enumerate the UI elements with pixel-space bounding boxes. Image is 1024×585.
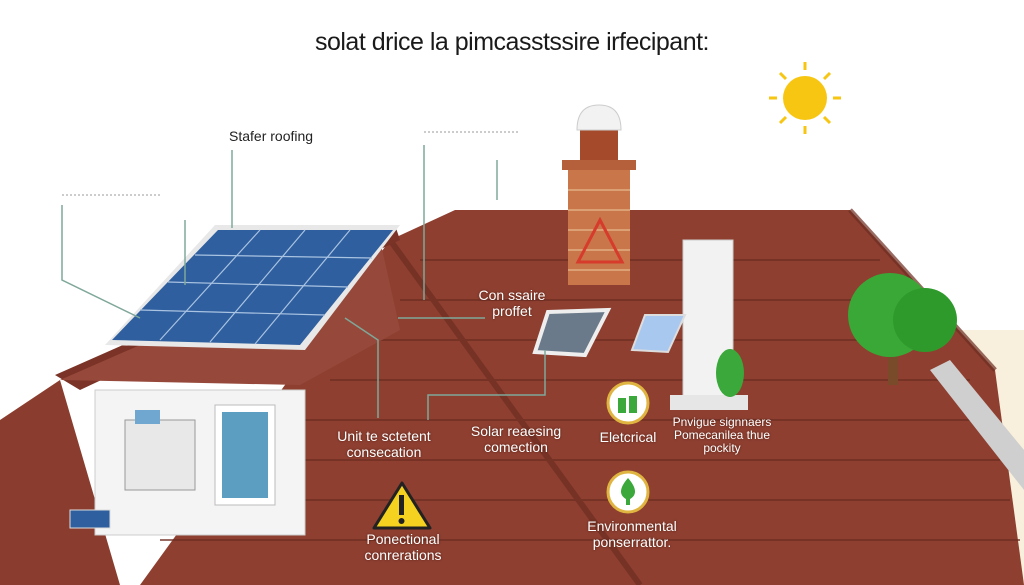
label-roofing: Stafer roofing	[229, 128, 314, 144]
chimney-icon	[562, 104, 636, 285]
skylight	[532, 307, 612, 358]
electrical-icon	[606, 381, 650, 425]
left-roof	[0, 380, 120, 585]
leaf-icon	[716, 349, 744, 397]
tree-icon	[848, 273, 957, 385]
environment-leaf-icon	[606, 470, 650, 514]
page-title: solat drice la pimcasstssire irfecipant:	[314, 28, 710, 56]
gutter	[930, 360, 1024, 490]
solar-panel-icon	[105, 225, 400, 350]
electrical-box	[124, 419, 196, 491]
skylight	[630, 314, 687, 354]
sun-icon	[769, 62, 841, 134]
warning-icon	[372, 481, 432, 530]
label-electrical: Eletcrical	[599, 429, 657, 445]
leader-lines	[61, 145, 546, 420]
